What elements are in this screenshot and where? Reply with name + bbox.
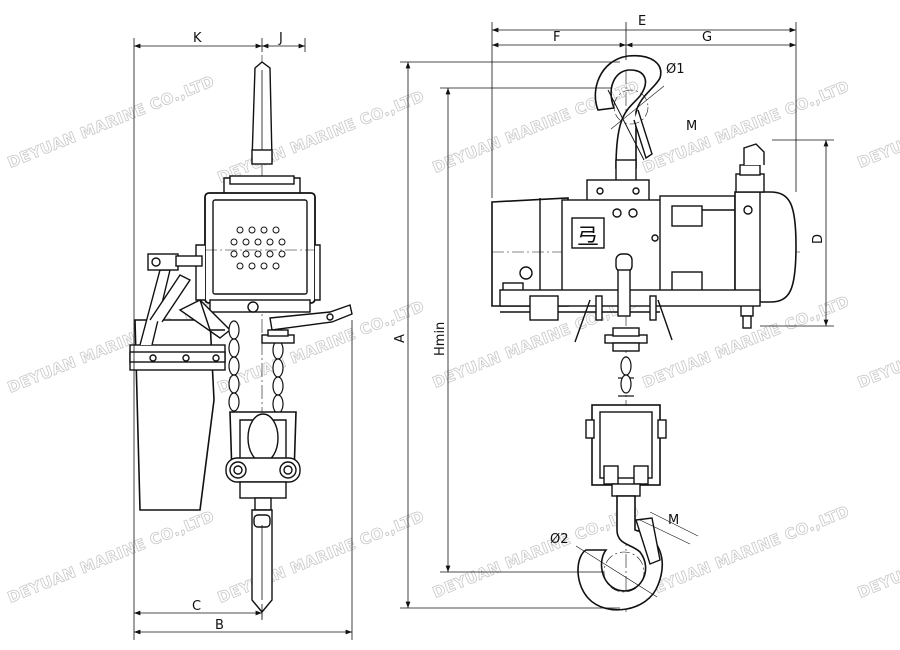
dim-label-d: D (811, 234, 826, 244)
dim-label-c: C (192, 599, 201, 614)
side-view (129, 55, 353, 620)
dim-label-a: A (393, 334, 408, 343)
dim-label-g: G (702, 30, 712, 45)
dim-label-m-top: M (686, 119, 697, 134)
dim-label-phi2: Ø2 (550, 532, 569, 547)
nameplate-glyph: 弖 (577, 225, 599, 250)
dim-label-m-bottom: M (668, 513, 679, 528)
dim-label-k: K (193, 31, 202, 46)
dim-label-f: F (553, 30, 560, 45)
dim-label-hmin: Hmin (433, 322, 448, 356)
dim-label-j: J (278, 31, 283, 46)
front-view: 弖 (491, 48, 800, 615)
dim-label-e: E (638, 14, 646, 29)
side-view-dimensions (133, 38, 353, 640)
front-view-dimensions (400, 22, 834, 609)
dim-label-b: B (215, 618, 224, 633)
dim-label-phi1: Ø1 (666, 62, 685, 77)
